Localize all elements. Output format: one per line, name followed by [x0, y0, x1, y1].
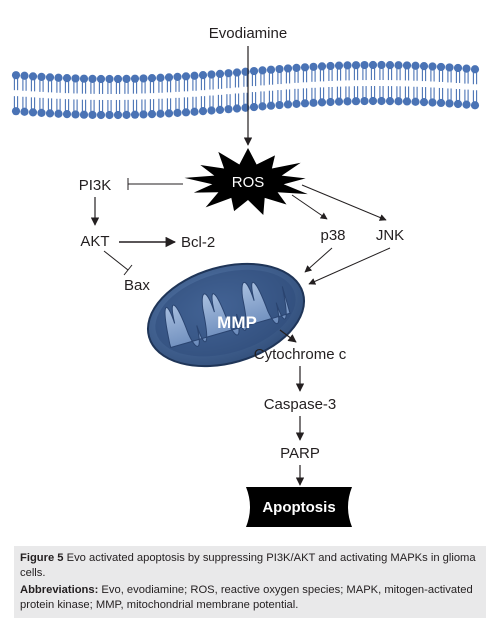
edge-akt-inhibits-bax: [103, 250, 133, 276]
node-bcl2: Bcl-2: [181, 234, 215, 251]
ros-burst: ROS: [184, 148, 308, 215]
mitochondrial-cristae: [164, 281, 291, 349]
node-evodiamine: Evodiamine: [209, 25, 287, 42]
node-ros: ROS: [232, 174, 265, 191]
abbreviations-label: Abbreviations:: [20, 584, 99, 596]
node-cytochrome-c: Cytochrome c: [254, 346, 347, 363]
figure-caption: Figure 5 Evo activated apoptosis by supp…: [14, 546, 486, 618]
node-jnk: JNK: [376, 227, 404, 244]
figure-caption-title: Figure 5 Evo activated apoptosis by supp…: [20, 551, 480, 581]
node-pi3k: PI3K: [79, 177, 112, 194]
figure-abbreviations: Abbreviations: Evo, evodiamine; ROS, rea…: [20, 583, 480, 613]
node-caspase-3: Caspase-3: [264, 396, 337, 413]
node-bax: Bax: [124, 277, 150, 294]
abbreviations-text: Evo, evodiamine; ROS, reactive oxygen sp…: [20, 584, 473, 611]
figure-label: Figure 5: [20, 552, 64, 564]
edge-ros-inhibits-pi3k: [127, 178, 183, 190]
edge-ros-p38: [291, 194, 328, 220]
signaling-pathway-diagram: Evodiamine ROS PI3K AKT Bcl-2 Bax p38 JN…: [11, 25, 480, 527]
edge-ros-jnk: [301, 184, 387, 221]
mitochondrion: MMP: [146, 262, 306, 368]
apoptosis-shape: Apoptosis: [246, 487, 352, 527]
cell-membrane-bilayer: [11, 60, 480, 120]
node-p38: p38: [320, 227, 345, 244]
node-akt: AKT: [80, 233, 109, 250]
node-mmp: MMP: [217, 313, 257, 332]
edge-mmp-cytochrome-c: [279, 329, 297, 343]
edge-p38-mmp: [304, 247, 333, 273]
figure-caption-text: Evo activated apoptosis by suppressing P…: [20, 552, 476, 579]
edge-jnk-mmp: [308, 247, 391, 285]
node-parp: PARP: [280, 445, 320, 462]
node-apoptosis: Apoptosis: [262, 499, 335, 516]
